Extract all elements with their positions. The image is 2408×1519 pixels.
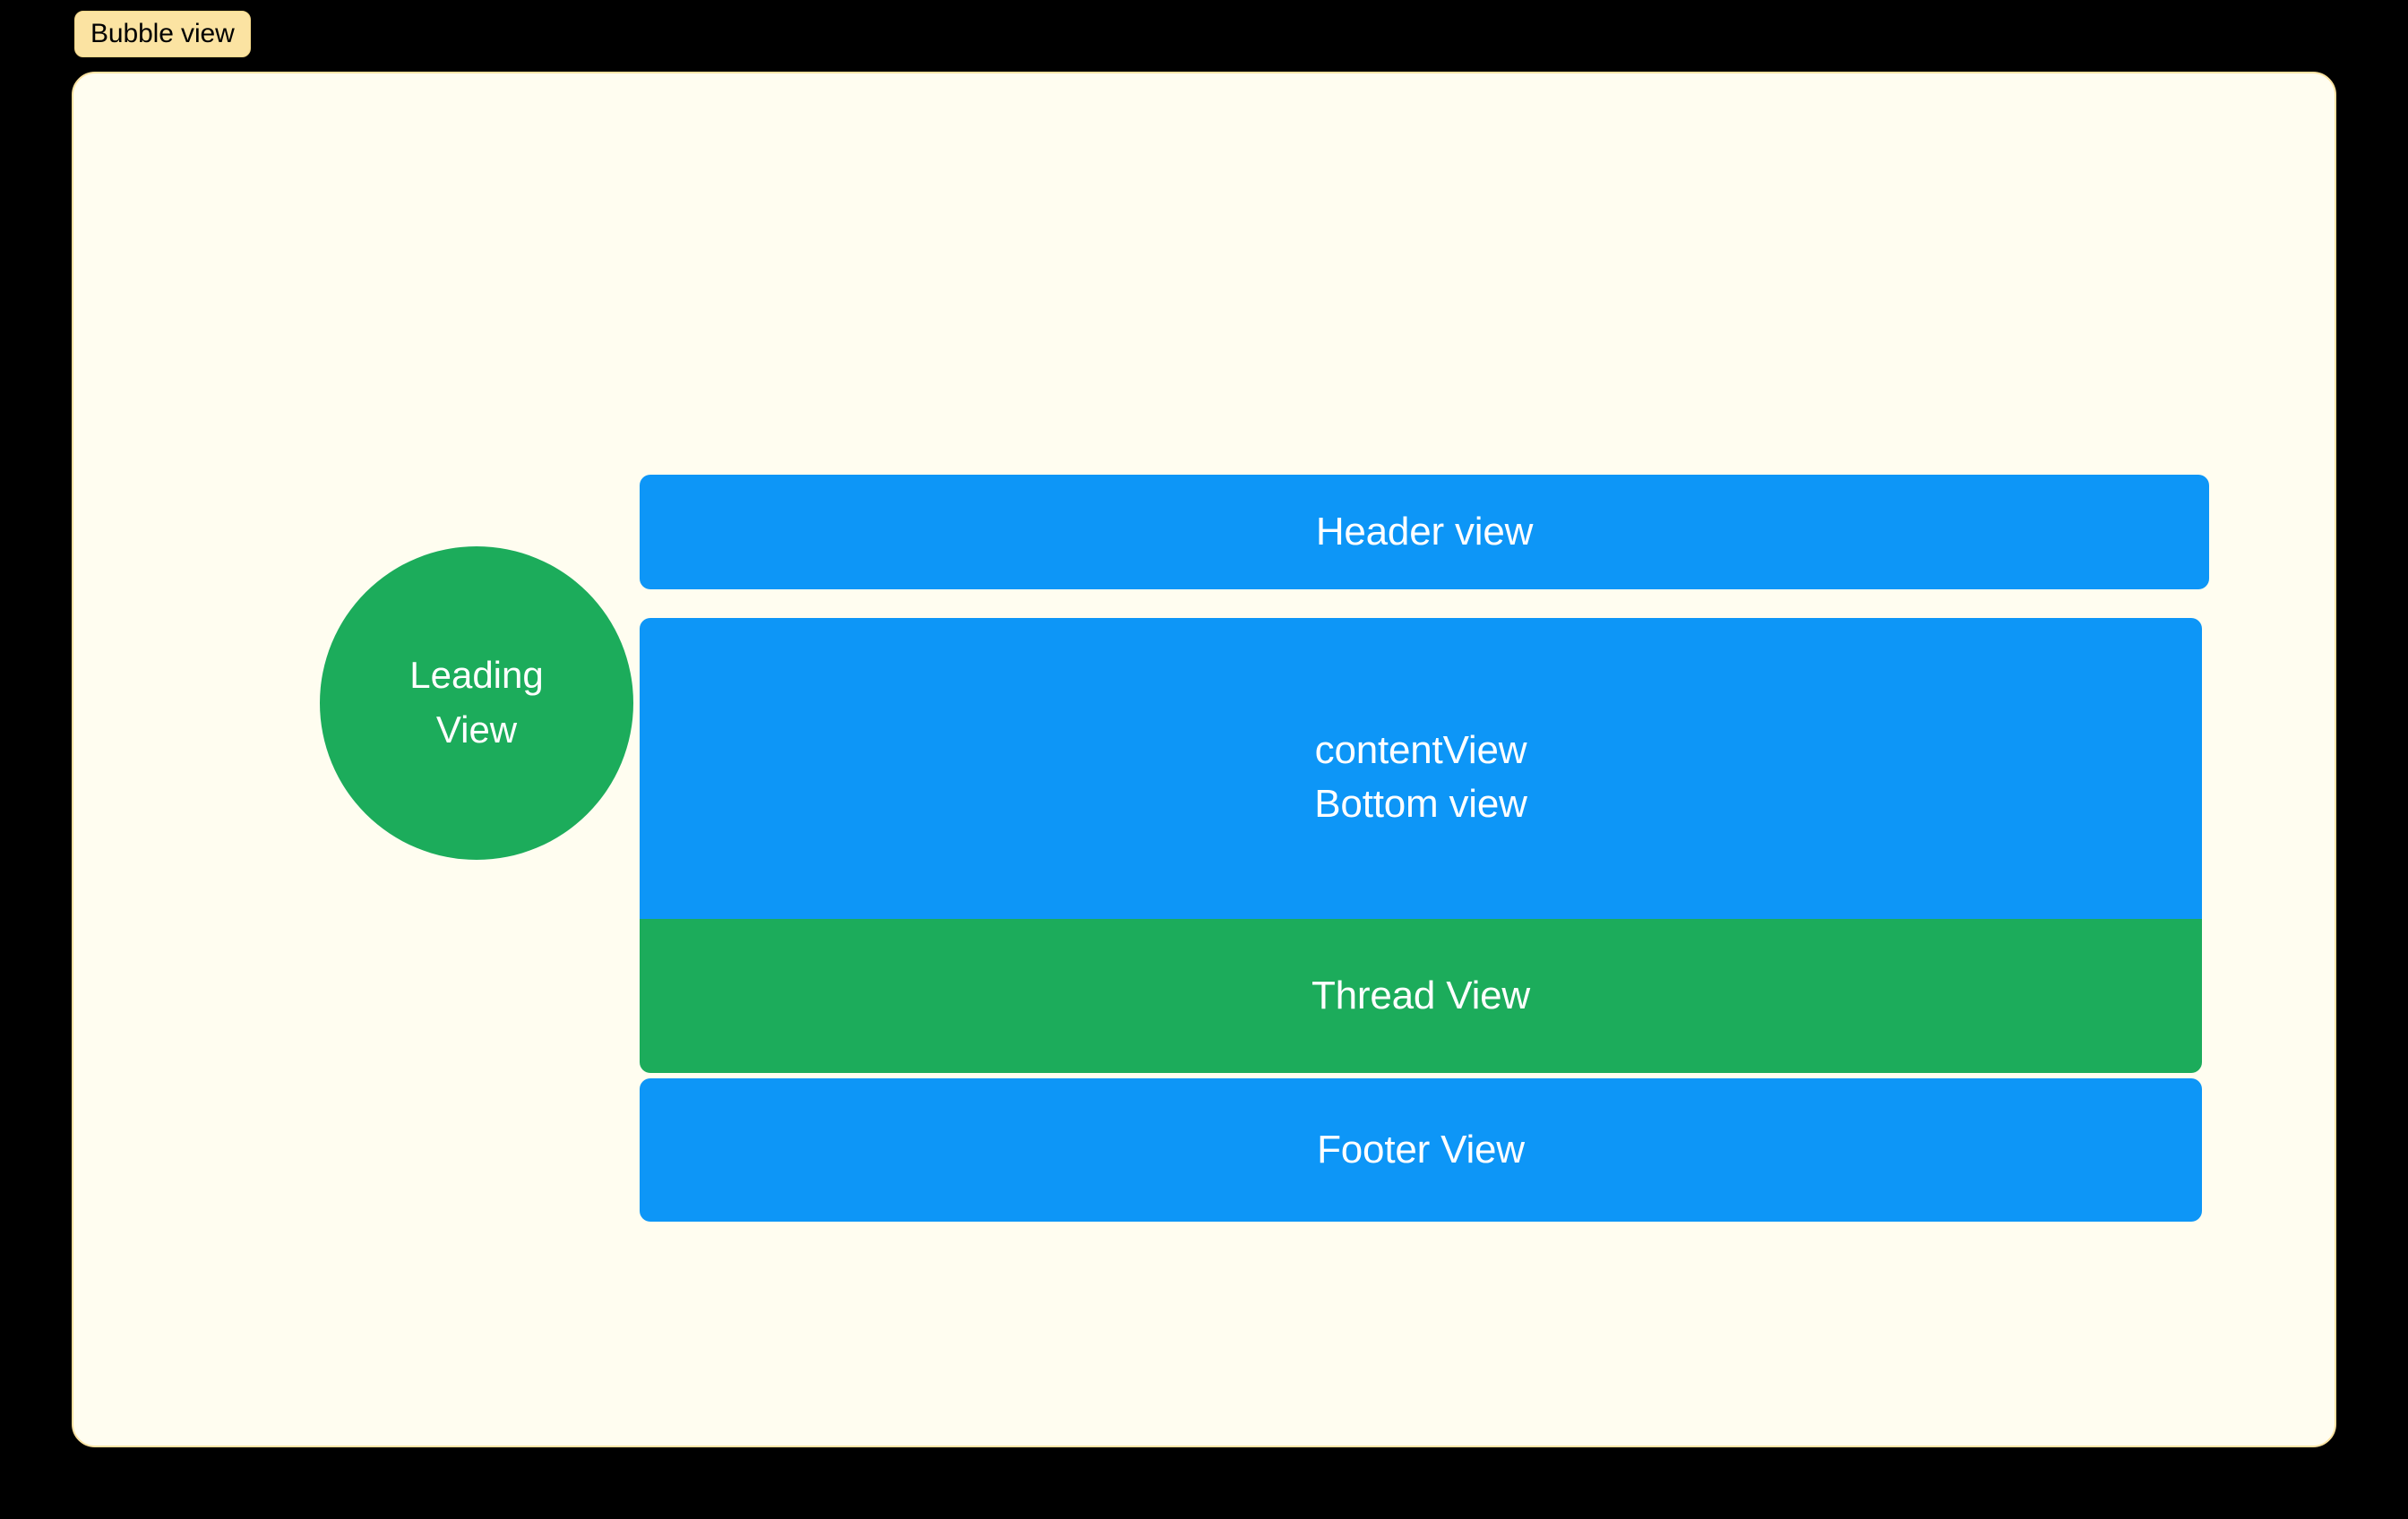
leading-view[interactable]: Leading View (320, 546, 633, 860)
thread-view[interactable]: Thread View (640, 919, 2202, 1073)
header-view[interactable]: Header view (640, 475, 2209, 589)
thread-view-label: Thread View (1311, 974, 1530, 1017)
content-view-label: contentView (1314, 728, 1527, 772)
bubble-view-container[interactable]: Leading View Header view contentView Bot… (72, 72, 2336, 1447)
bubble-view-badge[interactable]: Bubble view (74, 11, 251, 57)
leading-view-label-line2: View (435, 708, 518, 751)
bottom-view-label: Bottom view (1314, 782, 1527, 826)
leading-view-label-line1: Leading (409, 654, 544, 697)
content-view[interactable]: contentView Bottom view (640, 618, 2202, 919)
footer-view-label: Footer View (1317, 1128, 1525, 1171)
footer-view[interactable]: Footer View (640, 1078, 2202, 1222)
bubble-view-badge-label: Bubble view (90, 19, 235, 48)
header-view-label: Header view (1315, 510, 1534, 554)
